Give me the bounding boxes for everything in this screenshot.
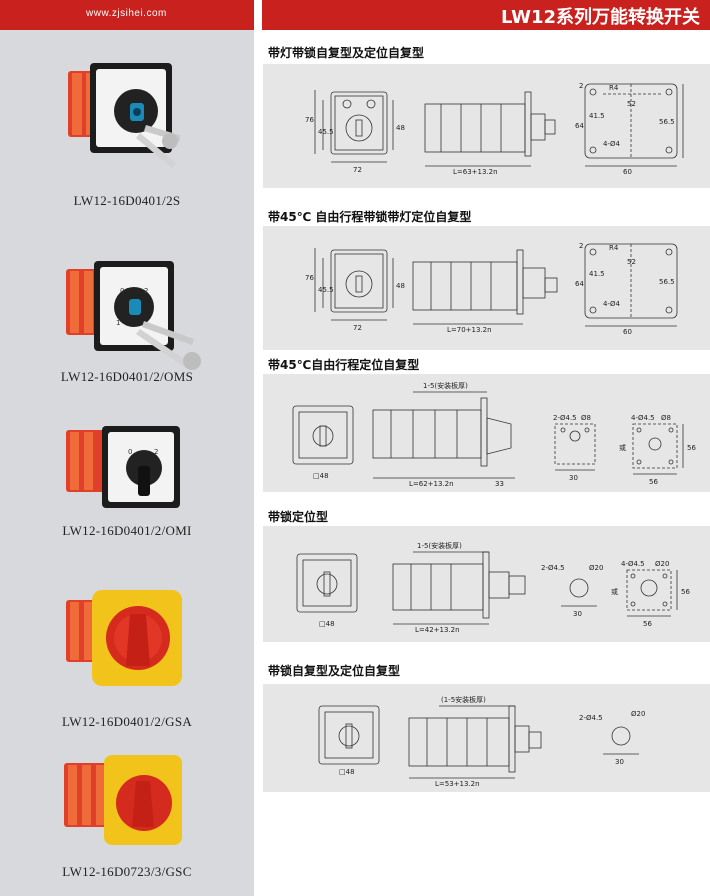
- dim-b-hole: 4-Ø4.5: [621, 560, 645, 568]
- svg-text:0: 0: [120, 287, 124, 295]
- dim-b-56: 56: [643, 620, 652, 628]
- section-5-title: 带锁自复型及定位自复型: [268, 664, 401, 678]
- dim-length: L=42+13.2n: [415, 626, 460, 634]
- dim-a-hole: 2-Ø4.5: [553, 414, 577, 422]
- dim-b-56-h: 56: [681, 588, 690, 596]
- dim-a-30: 30: [615, 758, 624, 766]
- dim-52: 52: [627, 258, 636, 266]
- dim-56-5: 56.5: [659, 278, 675, 286]
- svg-text:0: 0: [128, 448, 132, 456]
- dim-60: 60: [623, 168, 632, 176]
- dim-48: 48: [396, 124, 405, 132]
- dim-60: 60: [623, 328, 632, 336]
- dim-b-hole: 4-Ø4.5: [631, 414, 655, 422]
- dim-a-30: 30: [569, 474, 578, 482]
- dim-panel: 1-5(安装板厚): [423, 381, 468, 390]
- dim-a-hole: 2-Ø4.5: [541, 564, 565, 572]
- section-2-drawing: 76 45.5 48 72 L=70+13.2n R4 52 41.5 56.5…: [263, 226, 710, 350]
- dim-52: 52: [627, 100, 636, 108]
- dim-76: 76: [305, 116, 314, 124]
- product-2: 2 0 1 LW12-16D0401/2/OMS: [0, 245, 254, 395]
- dim-edge: 2: [579, 82, 583, 90]
- dim-length: L=63+13.2n: [453, 168, 498, 176]
- dim-panel: 1-5(安装板厚): [417, 541, 462, 550]
- product-4-label: LW12-16D0401/2/GSA: [61, 714, 193, 729]
- or-text: 或: [619, 443, 626, 452]
- svg-text:1: 1: [116, 319, 120, 327]
- svg-text:2: 2: [144, 287, 148, 295]
- product-4: LW12-16D0401/2/GSA: [0, 580, 254, 730]
- product-5: LW12-16D0723/3/GSC: [0, 740, 254, 890]
- or-text: 或: [611, 587, 618, 596]
- product-5-label: LW12-16D0723/3/GSC: [62, 864, 192, 879]
- section-3-drawing: □48 L=62+13.2n 1-5(安装板厚) 33 2-Ø4.5 Ø8 30…: [263, 374, 710, 492]
- product-3-label: LW12-16D0401/2/OMI: [62, 523, 192, 538]
- product-1-label: LW12-16D0401/2S: [73, 193, 181, 208]
- section-1-title: 带灯带锁自复型及定位自复型: [268, 46, 425, 60]
- dim-45-5: 45.5: [318, 128, 334, 136]
- dim-hole: 4-Ø4: [603, 300, 620, 308]
- dim-a-hole: 2-Ø4.5: [579, 714, 603, 722]
- section-4-title: 带锁定位型: [268, 510, 329, 524]
- dim-64: 64: [575, 122, 584, 130]
- section-5-drawing: □48 L=53+13.2n (1-5安装板厚) 2-Ø4.5 Ø20 30: [263, 684, 710, 792]
- dim-a-dia: Ø8: [581, 414, 591, 422]
- dim-r4: R4: [609, 84, 619, 92]
- dim-length: L=62+13.2n: [409, 480, 454, 488]
- product-3: 2 0 LW12-16D0401/2/OMI: [0, 415, 254, 555]
- yellow-red-switch-gsc-photo: [64, 755, 182, 845]
- website-url: www.zjsihei.com: [86, 8, 167, 19]
- section-3-title: 带45℃自由行程定位自复型: [268, 358, 420, 372]
- section-1-drawing: 76 45.5 48 72 L=63+13.2n R4 52 41.5 56.5…: [263, 64, 710, 188]
- page-title: LW12系列万能转换开关: [501, 7, 700, 28]
- svg-text:2: 2: [154, 448, 158, 456]
- dim-72: 72: [353, 166, 362, 174]
- dim-a-dia: Ø20: [631, 710, 645, 718]
- dim-hole: 4-Ø4: [603, 140, 620, 148]
- dim-r4: R4: [609, 244, 619, 252]
- url-bar: www.zjsihei.com: [0, 0, 254, 30]
- dim-b-56: 56: [649, 478, 658, 486]
- product-2-label: LW12-16D0401/2/OMS: [60, 369, 194, 384]
- key-switch-photo: [68, 63, 180, 168]
- section-2-title: 带45℃ 自由行程带锁带灯定位自复型: [268, 210, 472, 224]
- dim-square: □48: [319, 620, 335, 628]
- dim-72: 72: [353, 324, 362, 332]
- title-bar: LW12系列万能转换开关: [262, 0, 710, 30]
- dim-length: L=70+13.2n: [447, 326, 492, 334]
- dim-41-5: 41.5: [589, 270, 605, 278]
- dim-33: 33: [495, 480, 504, 488]
- dim-56-5: 56.5: [659, 118, 675, 126]
- dim-edge: 2: [579, 242, 583, 250]
- dim-a-30: 30: [573, 610, 582, 618]
- dim-64: 64: [575, 280, 584, 288]
- dim-square: □48: [313, 472, 329, 480]
- section-4-drawing: □48 L=42+13.2n 1-5(安装板厚) 2-Ø4.5 Ø20 30 或…: [263, 526, 710, 642]
- dim-b-dia: Ø20: [655, 560, 669, 568]
- key-switch-oms-photo: 2 0 1: [66, 261, 201, 370]
- yellow-red-switch-gsa-photo: [66, 590, 182, 686]
- dim-41-5: 41.5: [589, 112, 605, 120]
- dim-45-5: 45.5: [318, 286, 334, 294]
- dim-a-dia: Ø20: [589, 564, 603, 572]
- selector-switch-omi-photo: 2 0: [66, 426, 180, 508]
- dim-length: L=53+13.2n: [435, 780, 480, 788]
- dim-square: □48: [339, 768, 355, 776]
- dim-b-dia: Ø8: [661, 414, 671, 422]
- dim-48: 48: [396, 282, 405, 290]
- dim-76: 76: [305, 274, 314, 282]
- product-1: LW12-16D0401/2S: [0, 45, 254, 208]
- dim-b-56-h: 56: [687, 444, 696, 452]
- dim-panel: (1-5安装板厚): [441, 695, 486, 704]
